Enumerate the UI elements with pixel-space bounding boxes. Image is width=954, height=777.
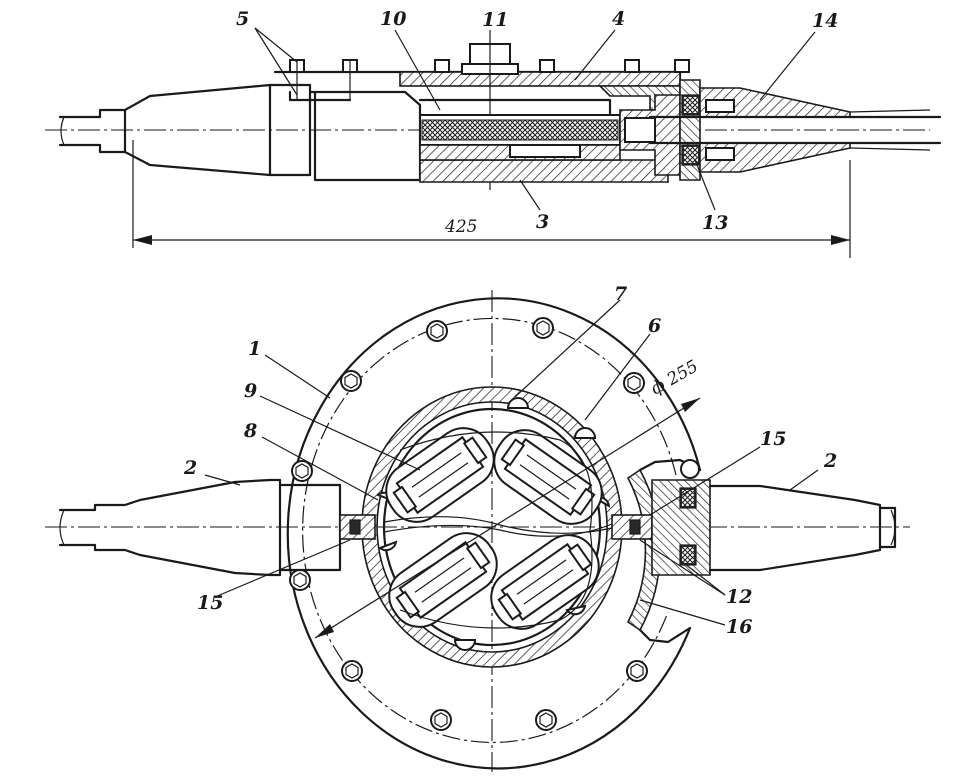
- side-view-callouts: 5 10 11 4 14 3 13: [236, 8, 838, 234]
- label-15-left: 15: [197, 592, 223, 614]
- label-1: 1: [248, 338, 261, 360]
- label-3: 3: [536, 211, 549, 233]
- housing-ring-6: [361, 386, 623, 668]
- label-8: 8: [243, 420, 257, 442]
- left-collar: [268, 83, 312, 177]
- label-16: 16: [726, 616, 752, 638]
- outer-flange-1: [286, 297, 702, 770]
- label-11: 11: [482, 9, 508, 31]
- left-housing-section: [308, 90, 422, 182]
- right-cable-entry: [611, 479, 897, 576]
- length-dimension: 425: [132, 140, 851, 258]
- sleeve-lower-right: [490, 534, 600, 630]
- label-12: 12: [726, 586, 752, 608]
- flange-bolts: [289, 317, 700, 731]
- label-14: 14: [812, 10, 838, 32]
- inner-liner-7: [382, 407, 602, 647]
- housing-cover-4: [399, 71, 681, 87]
- plan-view-callouts: 1 7 6 9 8 2 2 15 15 12 16: [183, 283, 837, 638]
- label-2-left: 2: [183, 457, 197, 479]
- label-13: 13: [702, 212, 728, 234]
- side-view: 425 5 10 11 4 14 3 13: [45, 8, 942, 258]
- label-9: 9: [244, 380, 257, 402]
- label-10: 10: [380, 8, 406, 30]
- label-2-right: 2: [823, 450, 837, 472]
- right-coupling-region: [619, 79, 701, 181]
- bolt-circle: [302, 317, 677, 744]
- length-dimension-value: 425: [444, 217, 477, 237]
- diameter-value: ф 255: [648, 356, 702, 399]
- plan-view: ф 255 1 7 6 9 8 2 2 15 15 12: [45, 283, 910, 772]
- splice-sleeves: [383, 427, 613, 630]
- housing-body-3: [419, 159, 669, 183]
- left-cable-stub: [58, 108, 127, 154]
- label-5: 5: [236, 8, 249, 30]
- left-cable-entry: [58, 478, 376, 577]
- label-6: 6: [648, 315, 661, 337]
- top-bolts: [289, 59, 690, 100]
- right-cone-2: [708, 484, 882, 572]
- sleeve-lower-left: [388, 532, 498, 628]
- label-4: 4: [612, 8, 625, 30]
- right-cable: [648, 115, 942, 145]
- sleeve-upper-right: [493, 429, 603, 525]
- sleeve-upper-left: [385, 427, 495, 523]
- right-cone-sleeve-14: [699, 87, 851, 118]
- label-7: 7: [614, 283, 627, 305]
- label-15-right: 15: [760, 428, 786, 450]
